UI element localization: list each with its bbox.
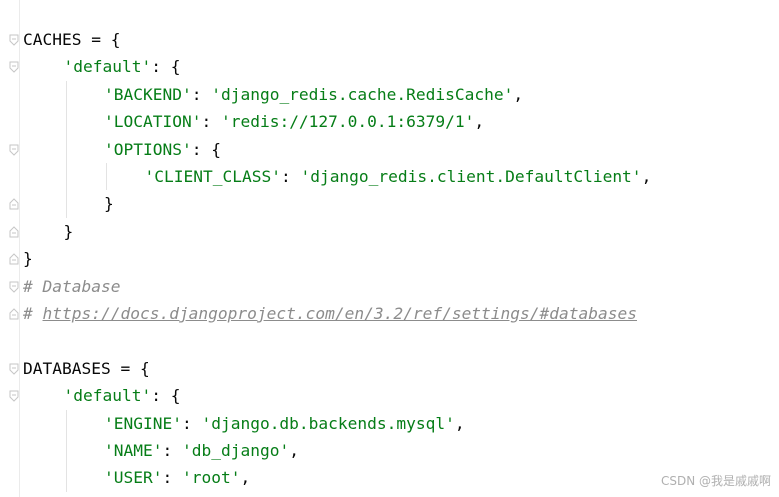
fold-close-icon[interactable] xyxy=(9,308,19,320)
code-token: 'default' xyxy=(63,386,152,406)
fold-close-icon[interactable] xyxy=(9,198,19,210)
code-token: : xyxy=(191,84,212,104)
code-token: 'USER' xyxy=(104,468,163,488)
code-line[interactable]: 'LOCATION': 'redis://127.0.0.1:6379/1', xyxy=(104,108,484,135)
code-line[interactable]: 'NAME': 'db_django', xyxy=(104,437,299,464)
fold-open-icon[interactable] xyxy=(9,363,19,375)
code-token: 'redis://127.0.0.1:6379/1' xyxy=(220,112,475,132)
code-token: : { xyxy=(191,139,221,159)
indent-guide xyxy=(106,163,107,191)
code-token: : { xyxy=(151,386,181,406)
code-token: } xyxy=(23,249,33,269)
code-token: : xyxy=(280,167,301,186)
code-token: : xyxy=(181,413,202,433)
fold-close-icon[interactable] xyxy=(9,226,19,238)
fold-open-icon[interactable] xyxy=(9,34,19,46)
fold-open-icon[interactable] xyxy=(9,281,19,293)
code-token: : xyxy=(162,468,182,488)
code-token: 'ENGINE' xyxy=(104,413,182,433)
indent-guide xyxy=(65,80,67,218)
code-token: 'default' xyxy=(63,57,152,77)
code-token: 'NAME' xyxy=(104,441,163,460)
fold-close-icon[interactable] xyxy=(9,253,19,265)
code-token: DATABASES = { xyxy=(23,358,150,378)
code-token: # xyxy=(23,304,43,323)
code-token: } xyxy=(63,221,74,241)
fold-open-icon[interactable] xyxy=(9,61,19,74)
code-token: , xyxy=(240,468,251,488)
watermark: CSDN @我是戚戚啊 xyxy=(660,474,771,488)
code-token: } xyxy=(104,194,114,214)
indent-guide xyxy=(65,409,67,492)
fold-open-icon[interactable] xyxy=(9,144,19,156)
code-token: 'BACKEND' xyxy=(104,84,192,104)
code-line[interactable]: # https://docs.djangoproject.com/en/3.2/… xyxy=(23,300,637,327)
code-line[interactable]: # Database xyxy=(23,273,120,300)
code-line[interactable]: 'default': { xyxy=(64,382,181,409)
code-token: , xyxy=(641,167,652,186)
code-token: 'django_redis.client.DefaultClient' xyxy=(300,167,642,186)
code-token: 'root' xyxy=(181,468,241,488)
fold-open-icon[interactable] xyxy=(9,390,19,402)
code-token: , xyxy=(474,112,485,132)
code-token: : xyxy=(162,441,182,460)
code-line[interactable]: DATABASES = { xyxy=(23,355,150,382)
code-line[interactable]: 'BACKEND': 'django_redis.cache.RedisCach… xyxy=(104,81,523,108)
code-token: # Database xyxy=(23,276,121,296)
code-token: 'OPTIONS' xyxy=(104,139,192,159)
code-token: 'CLIENT_CLASS' xyxy=(144,167,281,186)
gutter-separator xyxy=(19,0,20,497)
code-token: , xyxy=(513,84,524,104)
code-token: 'django_redis.cache.RedisCache' xyxy=(211,84,514,104)
code-line[interactable]: } xyxy=(104,190,114,217)
code-line[interactable]: 'ENGINE': 'django.db.backends.mysql', xyxy=(104,410,465,437)
code-token: , xyxy=(289,441,299,460)
code-token: CACHES = { xyxy=(23,30,121,49)
code-line[interactable]: 'default': { xyxy=(64,53,181,80)
code-token: 'db_django' xyxy=(181,441,290,460)
code-token: , xyxy=(454,413,465,433)
code-line[interactable]: 'OPTIONS': { xyxy=(104,136,221,163)
code-token: 'LOCATION' xyxy=(104,112,202,132)
docs-link[interactable]: https://docs.djangoproject.com/en/3.2/re… xyxy=(42,304,638,323)
code-line[interactable]: } xyxy=(64,218,74,245)
code-line[interactable]: 'CLIENT_CLASS': 'django_redis.client.Def… xyxy=(145,163,652,190)
code-token: : { xyxy=(151,57,181,77)
code-line[interactable]: 'USER': 'root', xyxy=(104,464,250,491)
code-token: 'django.db.backends.mysql' xyxy=(201,413,455,433)
code-line[interactable]: CACHES = { xyxy=(23,26,120,53)
code-line[interactable]: } xyxy=(23,245,33,272)
code-token: : xyxy=(201,112,221,132)
